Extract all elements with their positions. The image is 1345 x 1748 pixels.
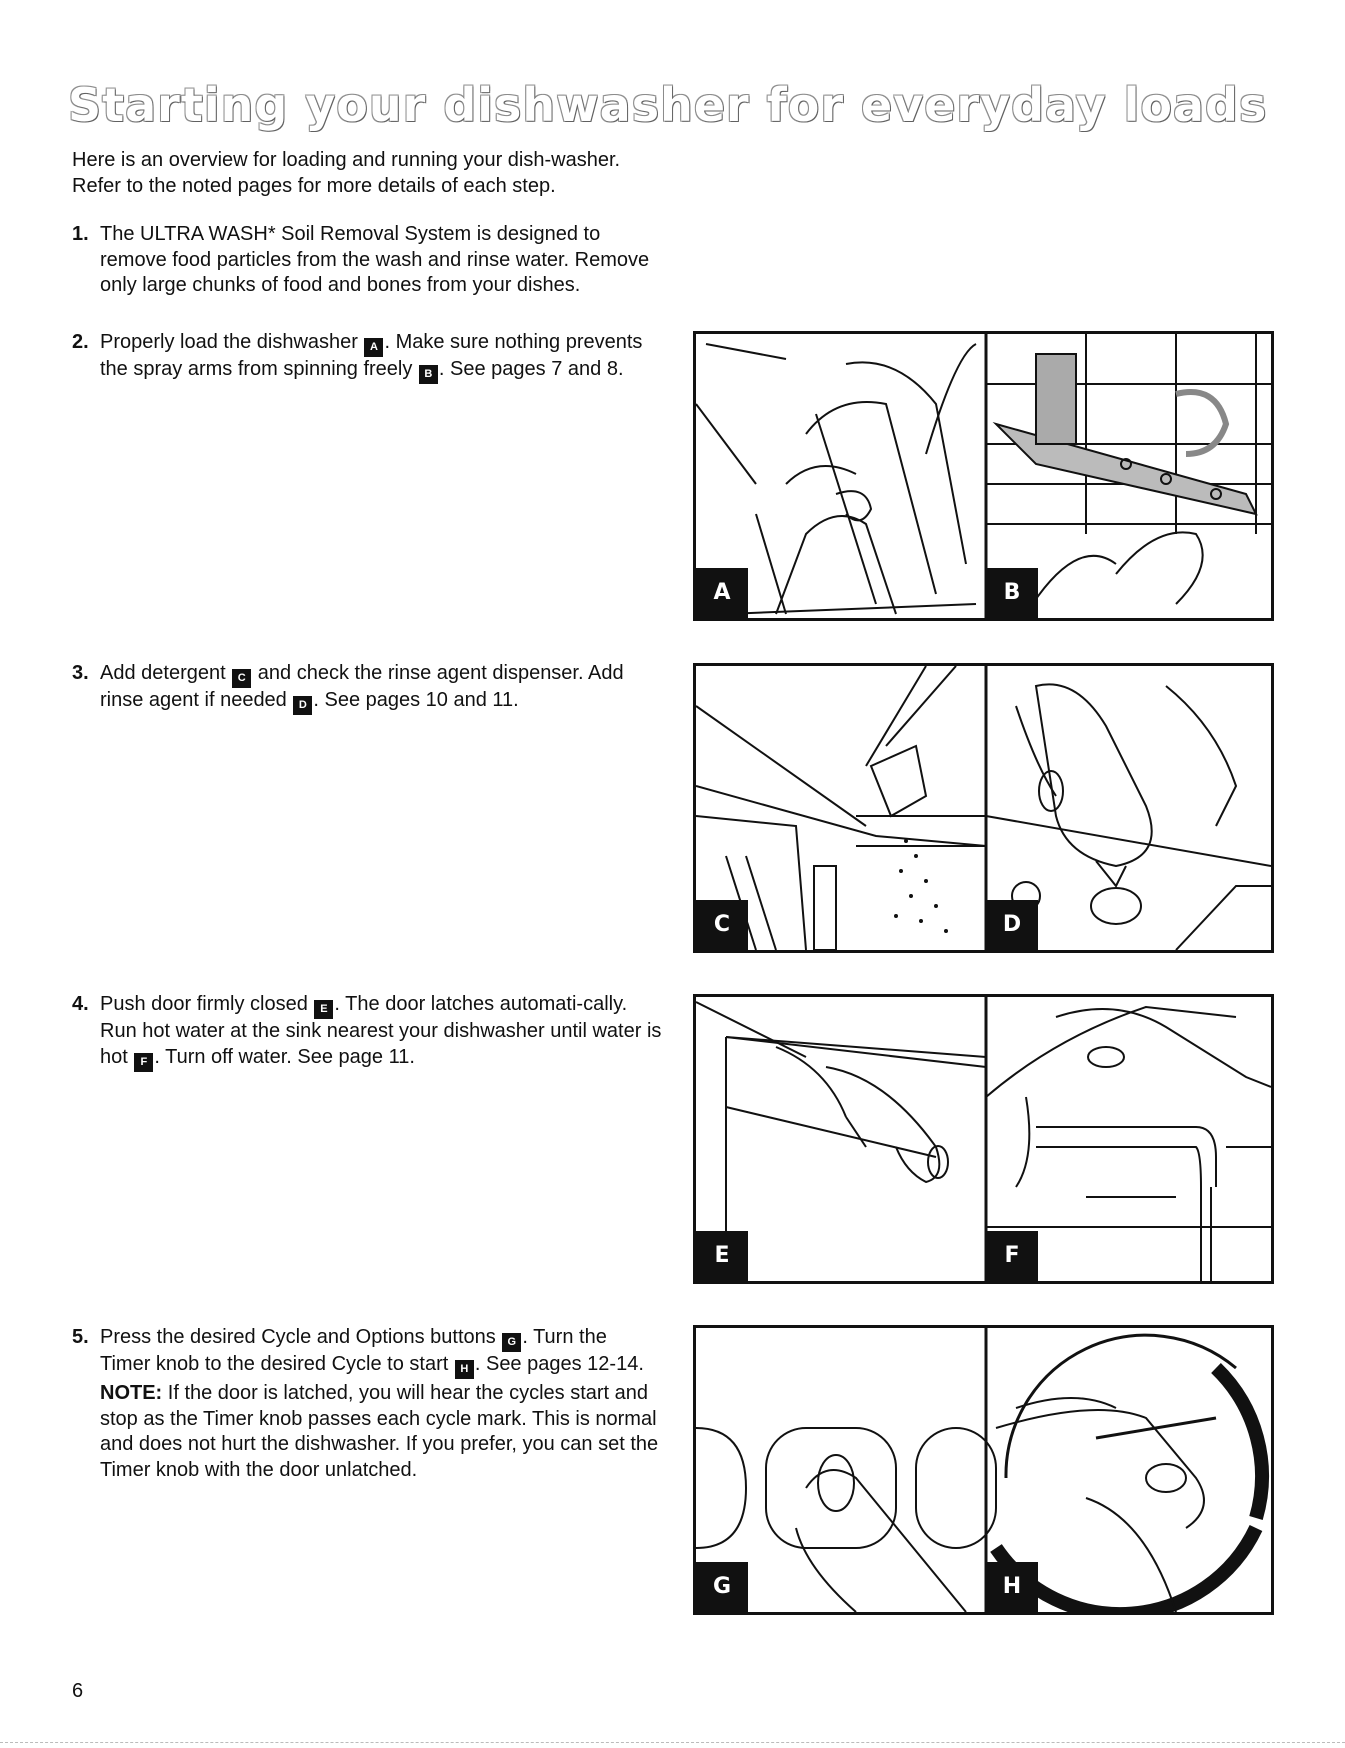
figure-label-f: F	[986, 1231, 1038, 1281]
note-label: NOTE:	[100, 1382, 163, 1404]
footer-divider	[0, 1742, 1345, 1743]
step-text: Add detergent C and check the rinse agen…	[100, 661, 662, 715]
step-number: 4.	[72, 993, 89, 1015]
note-text: If the door is latched, you will hear th…	[100, 1382, 659, 1481]
step-1: 1. The ULTRA WASH* Soil Removal System i…	[72, 222, 662, 299]
figure-ref-badge: G	[502, 1333, 522, 1352]
page-title: Starting your dishwasher for everyday lo…	[68, 78, 1268, 132]
illustration-closing-door-and-running-water	[696, 997, 1271, 1281]
figure-label-d: D	[986, 900, 1038, 950]
figure-panel-gh: G H	[693, 1325, 1274, 1615]
step-3: 3. Add detergent C and check the rinse a…	[72, 661, 662, 715]
step-text: The ULTRA WASH* Soil Removal System is d…	[100, 223, 650, 296]
figure-label-a: A	[696, 568, 748, 618]
figure-label-g: G	[696, 1562, 748, 1612]
step-text: Push door firmly closed E. The door latc…	[100, 992, 662, 1072]
step-number: 3.	[72, 662, 89, 684]
figure-label-b: B	[986, 568, 1038, 618]
illustration-adding-detergent	[696, 666, 1271, 950]
step-4: 4. Push door firmly closed E. The door l…	[72, 992, 662, 1072]
note-paragraph: NOTE: If the door is latched, you will h…	[100, 1381, 662, 1483]
step-number: 5.	[72, 1326, 89, 1348]
page-number: 6	[72, 1680, 84, 1702]
figure-ref-badge: H	[454, 1360, 474, 1379]
figure-ref-badge: F	[134, 1052, 154, 1072]
figure-ref-badge: A	[364, 338, 384, 357]
step-number: 2.	[72, 331, 89, 353]
step-number: 1.	[72, 223, 89, 245]
figure-ref-badge: B	[418, 365, 438, 384]
step-text: Press the desired Cycle and Options butt…	[100, 1325, 662, 1379]
step-5: 5. Press the desired Cycle and Options b…	[72, 1325, 662, 1483]
figure-ref-badge: D	[293, 696, 313, 715]
figure-panel-ab: A B	[693, 331, 1274, 621]
step-2: 2. Properly load the dishwasher A. Make …	[72, 330, 662, 384]
illustration-loading-dishwasher	[696, 334, 1271, 618]
figure-panel-ef: E F	[693, 994, 1274, 1284]
figure-ref-badge: E	[314, 1000, 334, 1019]
figure-label-h: H	[986, 1562, 1038, 1612]
figure-panel-cd: C D	[693, 663, 1274, 953]
figure-ref-badge: C	[232, 669, 252, 688]
figure-label-e: E	[696, 1231, 748, 1281]
illustration-selecting-cycle-and-timer	[696, 1328, 1269, 1612]
figure-label-c: C	[696, 900, 748, 950]
step-text: Properly load the dishwasher A. Make sur…	[100, 330, 662, 384]
intro-paragraph: Here is an overview for loading and runn…	[72, 149, 621, 197]
